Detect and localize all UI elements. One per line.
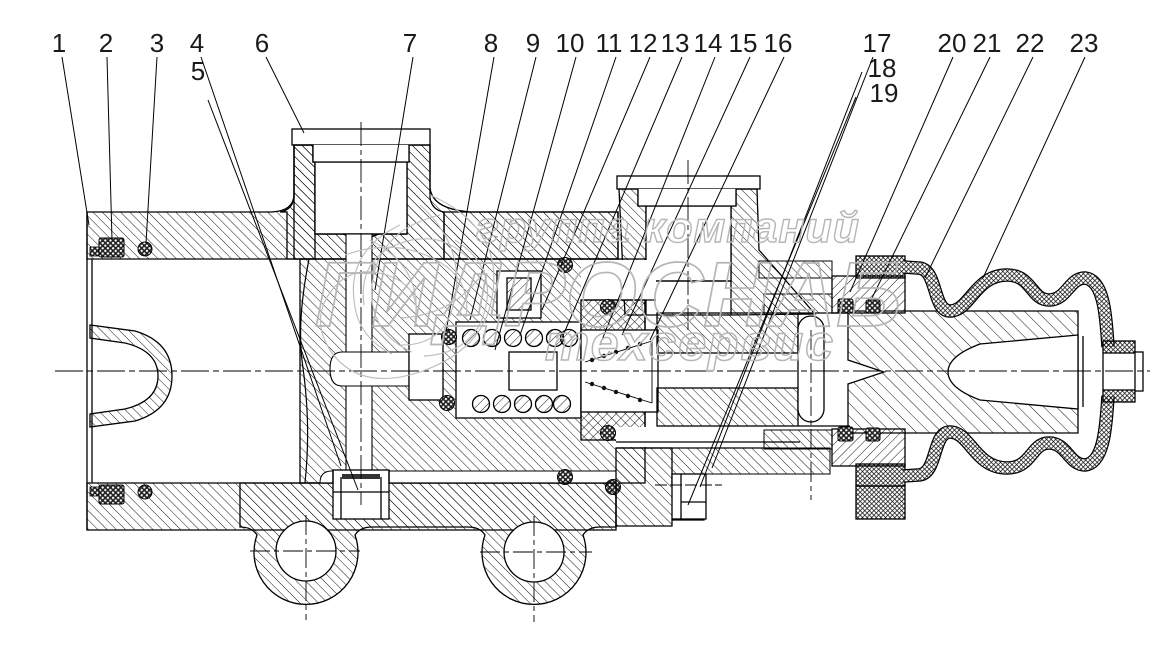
svg-text:22: 22: [1016, 28, 1045, 58]
svg-text:12: 12: [629, 28, 658, 58]
svg-text:техсервис: техсервис: [545, 315, 835, 371]
svg-text:11: 11: [596, 28, 623, 58]
svg-text:13: 13: [661, 28, 690, 58]
svg-text:7: 7: [403, 28, 417, 58]
svg-text:2: 2: [99, 28, 113, 58]
svg-text:4: 4: [190, 28, 204, 58]
svg-text:6: 6: [255, 28, 269, 58]
svg-text:1: 1: [52, 28, 66, 58]
svg-text:21: 21: [973, 28, 1002, 58]
svg-text:20: 20: [938, 28, 967, 58]
svg-text:10: 10: [556, 28, 585, 58]
svg-text:группа компаний: группа компаний: [476, 204, 860, 252]
svg-text:14: 14: [694, 28, 723, 58]
svg-text:ГИДРОСНАБ: ГИДРОСНАБ: [315, 244, 901, 346]
svg-text:5: 5: [191, 56, 205, 86]
svg-text:17: 17: [863, 28, 892, 58]
svg-text:16: 16: [764, 28, 793, 58]
svg-text:23: 23: [1070, 28, 1099, 58]
svg-text:9: 9: [526, 28, 540, 58]
svg-text:18: 18: [868, 53, 897, 83]
svg-text:8: 8: [484, 28, 498, 58]
svg-text:3: 3: [150, 28, 164, 58]
svg-text:19: 19: [870, 78, 899, 108]
svg-text:15: 15: [729, 28, 758, 58]
